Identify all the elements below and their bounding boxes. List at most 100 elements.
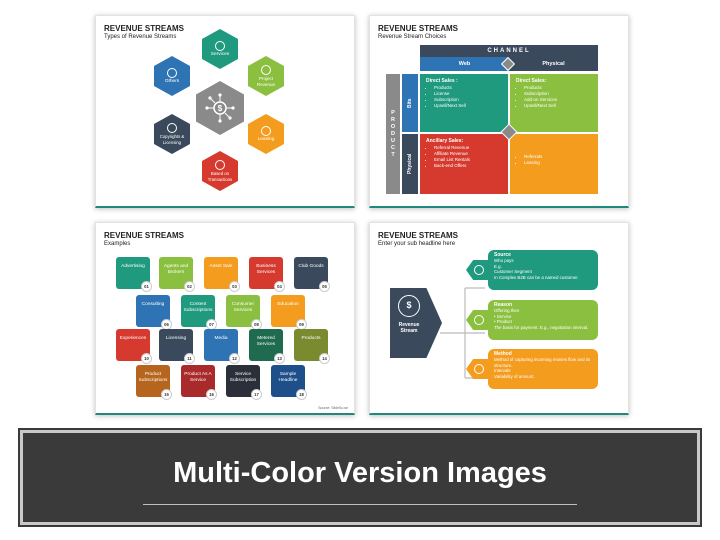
dollar-network-icon: $ (205, 93, 235, 123)
box-method: Method Method of capturing incoming moni… (488, 349, 598, 389)
svg-text:$: $ (218, 104, 223, 113)
slide-title: REVENUE STREAMS (378, 231, 459, 240)
example-tile: Sample Headline 18 (271, 365, 307, 400)
tile-label: Experiences (119, 336, 147, 341)
slide-subtitle: Types of Revenue Streams (104, 34, 177, 40)
example-tile: Licensing 11 (159, 329, 195, 364)
product-label: PRODUCT (390, 109, 396, 159)
method-icon (474, 364, 484, 374)
center-label: Revenue Stream (398, 322, 420, 334)
slide-examples[interactable]: REVENUE STREAMS Examples Advertising 01 Ag… (95, 222, 355, 415)
tile-label: Advertising (121, 264, 145, 269)
col-physical: Physical (509, 57, 598, 71)
tile-number: 10 (141, 353, 152, 364)
tile-number: 16 (206, 389, 217, 400)
cell-ancillary-sales: Ancillary Sales: Referral RevenueAffilia… (420, 134, 508, 194)
slide-title: REVENUE STREAMS (378, 24, 459, 33)
tile-label: Media (214, 336, 228, 341)
tile-label: Products (301, 336, 321, 341)
example-tile: Product As A Service 16 (181, 365, 217, 400)
example-tile: Advertising 01 (116, 257, 152, 292)
slide-subtitle: Examples (104, 241, 131, 247)
example-tile: Asset Sale 03 (204, 257, 240, 292)
project-revenue-icon (261, 64, 271, 75)
row-physical: Physical (402, 134, 418, 194)
hex-center: $ (196, 81, 244, 135)
source-icon (474, 265, 484, 275)
example-tile: Experiences 10 (116, 329, 152, 364)
title-banner: Multi-Color Version Images (20, 430, 700, 525)
tile-label: Content Subscriptions (183, 302, 213, 313)
slide-types-of-revenue-streams[interactable]: REVENUE STREAMS Types of Revenue Streams… (95, 15, 355, 208)
tile-number: 01 (141, 281, 152, 292)
hex-copyrights-licensing: Copyrights & Licensing (154, 114, 190, 154)
tile-number: 02 (184, 281, 195, 292)
hex-project-revenue: Project Revenue (248, 56, 284, 96)
product-bar (386, 74, 400, 194)
tile-label: Licensing (165, 336, 187, 341)
slide-revenue-stream-breakdown[interactable]: REVENUE STREAMS Enter your sub headline … (369, 222, 629, 415)
slide-subtitle: Enter your sub headline here (378, 241, 456, 247)
tile-label: Club Goods (298, 264, 324, 269)
tile-number: 03 (229, 281, 240, 292)
copyright-icon (167, 122, 177, 133)
tile-number: 13 (274, 353, 285, 364)
tile-label: Education (277, 302, 299, 307)
example-tile: Media 12 (204, 329, 240, 364)
slide-revenue-stream-choices[interactable]: REVENUE STREAMS Revenue Stream Choices C… (369, 15, 629, 208)
others-icon (167, 67, 177, 78)
hex-services: Services (202, 29, 238, 69)
hex-based-on-transactions: Based on Transactions (202, 151, 238, 191)
example-tile: Business Services 04 (249, 257, 285, 292)
example-tile: Products 14 (294, 329, 330, 364)
connector-lines (440, 287, 485, 379)
tile-number: 05 (319, 281, 330, 292)
cell-direct-sales-physical: Direct Sales: ProductsSubscriptionAdd-on… (510, 74, 598, 132)
slide-title: REVENUE STREAMS (104, 231, 185, 240)
hex-others: Others (154, 56, 190, 96)
tile-number: 14 (319, 353, 330, 364)
dollar-icon: $ (398, 295, 420, 317)
tile-label: Asset Sale (209, 264, 233, 269)
example-tile: Service Subscription 17 (226, 365, 262, 400)
lightbulb-icon (474, 315, 484, 325)
cell-referrals: ReferralsLeasing (510, 134, 598, 194)
source-note: Source: SlideSo.se (318, 406, 348, 410)
leasing-icon (261, 125, 271, 136)
cell-direct-sales-web: Direct Sales : ProductsLicenseSubscripti… (420, 74, 508, 132)
example-tile: Metered Services 13 (249, 329, 285, 364)
tile-label: Business Services (256, 264, 276, 275)
tile-number: 17 (251, 389, 262, 400)
col-web: Web (420, 57, 509, 71)
transactions-icon (215, 159, 225, 170)
banner-title: Multi-Color Version Images (173, 457, 547, 489)
tile-number: 04 (274, 281, 285, 292)
row-bits: Bits (402, 74, 418, 132)
tile-number: 11 (184, 353, 195, 364)
services-icon (215, 40, 225, 51)
example-tile: Product Subscriptions 15 (136, 365, 172, 400)
example-tile: Club Goods 05 (294, 257, 330, 292)
tile-number: 12 (229, 353, 240, 364)
hex-leasing: Leasing (248, 114, 284, 154)
tile-number: 18 (296, 389, 307, 400)
tile-label: Service Subscription (229, 372, 257, 383)
channel-header: CHANNEL (420, 45, 598, 57)
tile-label: Consulting (141, 302, 165, 307)
tile-number: 15 (161, 389, 172, 400)
slide-title: REVENUE STREAMS (104, 24, 185, 33)
banner-divider (143, 504, 577, 505)
tile-label: Sample Headline (278, 372, 298, 383)
tile-label: Consumer Services (231, 302, 255, 313)
tile-label: Product As A Service (184, 372, 212, 383)
slide-subtitle: Revenue Stream Choices (378, 34, 447, 40)
tile-label: Metered Services (256, 336, 276, 347)
tile-label: Product Subscriptions (138, 372, 168, 383)
